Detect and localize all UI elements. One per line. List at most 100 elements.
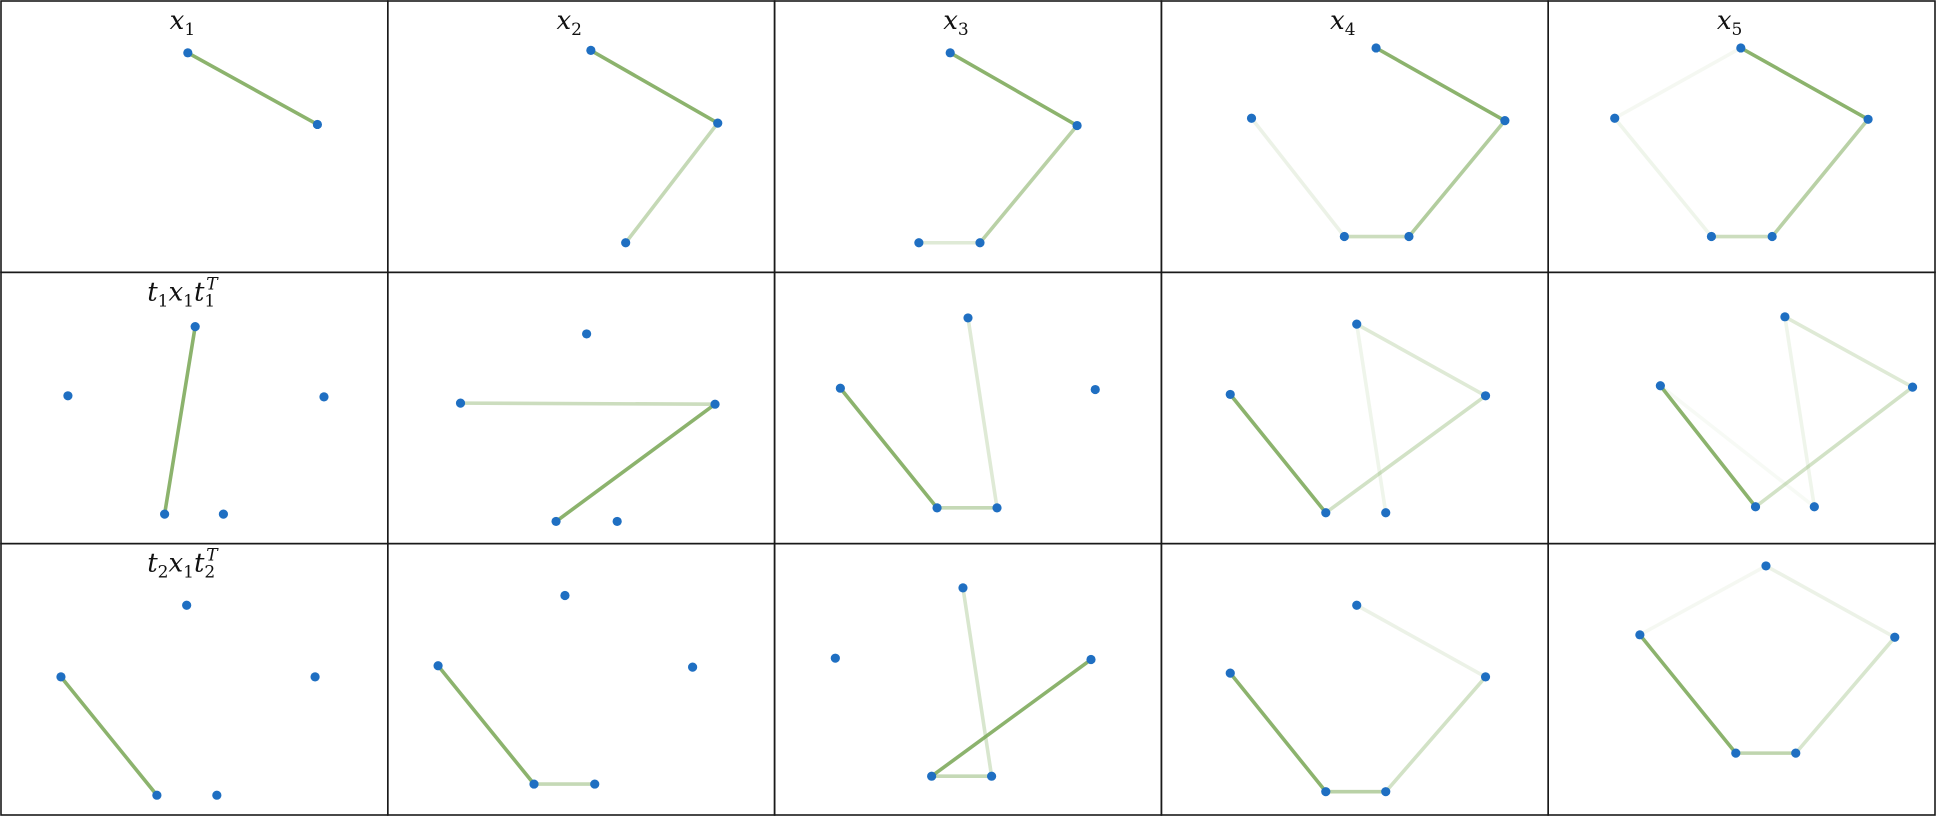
node (1072, 120, 1082, 131)
edge (1783, 315, 1817, 509)
edge (1249, 116, 1347, 239)
cell-border (0, 0, 389, 274)
cell-border (773, 271, 1163, 545)
edge (1354, 322, 1488, 398)
edge (1638, 633, 1738, 755)
edge (186, 51, 320, 127)
edge (59, 675, 159, 797)
node (1225, 668, 1235, 678)
node (986, 771, 997, 781)
node (455, 398, 466, 408)
node (932, 503, 942, 513)
node (433, 661, 443, 671)
node (992, 503, 1002, 513)
cell-border (0, 271, 389, 545)
edge (1783, 315, 1915, 389)
edge (1612, 46, 1743, 121)
node (582, 329, 592, 339)
title-part: 1 (158, 291, 169, 311)
cell-border (386, 0, 776, 274)
cell-title: t1x1t1T (147, 274, 219, 311)
title-part: x (943, 6, 958, 36)
edge (948, 51, 1079, 128)
cell-border (1160, 542, 1550, 816)
node (212, 790, 222, 800)
node (160, 509, 170, 519)
edge (1770, 117, 1870, 239)
cell-border (773, 542, 1163, 816)
node (1321, 787, 1331, 797)
edge (162, 324, 197, 516)
cell-border (1547, 542, 1936, 816)
edge (1374, 46, 1507, 123)
cell-title: x1 (170, 6, 196, 40)
edge (1612, 116, 1714, 239)
title-part: 1 (184, 20, 195, 40)
node (312, 119, 323, 130)
node (310, 672, 320, 682)
node (190, 322, 200, 332)
edge (1658, 383, 1758, 509)
node (1381, 787, 1391, 797)
node (586, 45, 596, 55)
node (1610, 113, 1620, 123)
node (560, 590, 570, 601)
edge (623, 121, 720, 245)
title-part: 2 (571, 20, 582, 40)
edge (1739, 46, 1870, 122)
title-part: t (194, 277, 205, 307)
edge (589, 48, 720, 125)
node (914, 238, 924, 248)
cell-border (386, 542, 776, 816)
node (529, 779, 539, 789)
cell-border (1160, 271, 1550, 545)
title-part: 5 (1732, 20, 1743, 40)
node (1750, 502, 1761, 512)
node (152, 790, 162, 800)
cell-r1-c4 (1547, 271, 1936, 545)
node (1225, 389, 1235, 400)
node (590, 779, 600, 789)
title-part: t (147, 277, 158, 307)
edge (929, 657, 1093, 778)
edge (1793, 635, 1897, 755)
edge (554, 402, 717, 524)
cell-title: x5 (1717, 6, 1743, 40)
title-part: 1 (183, 563, 194, 583)
node (1767, 231, 1777, 242)
node (182, 600, 192, 610)
title-part: T (206, 546, 219, 566)
node (1809, 502, 1819, 512)
edge (458, 401, 717, 407)
title-part: x (168, 277, 183, 307)
edge (1228, 671, 1328, 794)
cell-r2-c4 (1547, 542, 1936, 816)
node (1761, 561, 1771, 571)
edge (1323, 393, 1488, 515)
cell-r1-c2 (773, 271, 1163, 545)
node (1339, 231, 1349, 242)
cell-r0-c0: x1 (0, 0, 389, 274)
title-part: x (168, 549, 183, 579)
node (1090, 384, 1100, 395)
node (621, 238, 631, 248)
title-part: 3 (958, 20, 969, 40)
node (713, 118, 723, 128)
node (1480, 391, 1491, 401)
node (1736, 43, 1746, 53)
cell-r0-c1: x2 (386, 0, 776, 274)
node (1863, 114, 1873, 124)
edge (1658, 383, 1817, 509)
title-part: x (556, 6, 571, 36)
node (1791, 748, 1801, 758)
cell-r2-c3 (1160, 542, 1550, 816)
node (975, 238, 985, 248)
title-part: 1 (204, 291, 215, 311)
node (1352, 600, 1362, 610)
cell-border (773, 0, 1163, 274)
edge (1764, 564, 1897, 640)
cell-r1-c0: t1x1t1T (0, 271, 389, 545)
title-part: t (147, 549, 158, 579)
node (945, 48, 955, 58)
node (1500, 116, 1510, 126)
